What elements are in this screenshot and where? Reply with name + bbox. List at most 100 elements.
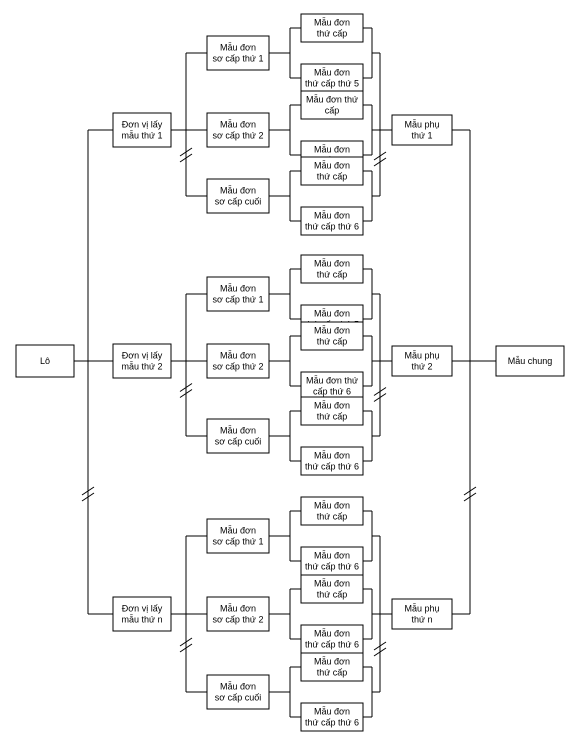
sub-sample-box-label: thứ 1 [411,131,432,141]
primary-sample-box-label: Mẫu đơn [220,120,256,130]
secondary-sample-box-label: Mẫu đơn [314,657,350,667]
secondary-sample-box-label: Mẫu đơn [314,451,350,461]
primary-sample-box-label: Mẫu đơn [220,351,256,361]
sampling-unit-box-label: Đơn vị lấy [122,120,163,130]
primary-sample-box-label: Mẫu đơn [220,186,256,196]
secondary-sample-box-label: Mẫu đơn [314,401,350,411]
sampling-unit-box-label: mẫu thứ n [121,615,162,625]
sampling-unit-box-label: Đơn vị lấy [122,604,163,614]
primary-sample-box-label: sơ cấp cuối [215,197,261,207]
primary-sample-box-label: sơ cấp thứ 2 [213,131,264,141]
secondary-sample-box-label: thứ cấp thứ 6 [305,222,359,232]
primary-sample-box-label: Mẫu đơn [220,604,256,614]
secondary-sample-box-label: thứ cấp thứ 6 [305,562,359,572]
sub-sample-box-label: thứ 2 [411,362,432,372]
secondary-sample-box-label: Mẫu đơn [314,551,350,561]
primary-sample-box-label: sơ cấp thứ 1 [213,537,264,547]
secondary-sample-box-label: Mẫu đơn [314,579,350,589]
secondary-sample-box-label: Mẫu đơn [314,145,350,155]
composite-bus-break-mark [463,486,477,502]
sampling-unit-box-label: mẫu thứ 2 [121,362,162,372]
lot-box: Lô [15,344,75,378]
secondary-sample-box-label: thứ cấp [317,29,348,39]
sub-sample-box-label: Mẫu phụ [404,351,439,361]
secondary-sample-box-label: thứ cấp thứ 6 [305,718,359,728]
composite-sample-box: Mẫu chung [495,345,565,377]
secondary-sample-box-label: cấp thứ 6 [313,387,351,397]
secondary-sample-box-label: thứ cấp thứ 6 [305,640,359,650]
composite-sample-box-label: Mẫu chung [508,356,553,366]
primary-sample-box-label: sơ cấp thứ 2 [213,362,264,372]
secondary-sample-box-label: Mẫu đơn thứ [306,376,358,386]
primary-sample-box-label: Mẫu đơn [220,284,256,294]
secondary-sample-box-label: thứ cấp [317,668,348,678]
secondary-sample-box-label: cấp [325,106,340,116]
primary-sample-box-label: Mẫu đơn [220,682,256,692]
secondary-sample-box-label: Mẫu đơn [314,161,350,171]
secondary-sample-box-label: Mẫu đơn [314,259,350,269]
sampling-unit-box-label: mẫu thứ 1 [121,131,162,141]
sub-sample-box-label: Mẫu phụ [404,120,439,130]
secondary-sample-box-label: Mẫu đơn [314,211,350,221]
secondary-sample-box-label: Mẫu đơn [314,501,350,511]
sub-sample-box-label: thứ n [411,615,432,625]
primary-break-mark [179,383,193,398]
primary-sample-box-label: sơ cấp cuối [215,693,261,703]
sub-break-mark [373,641,387,657]
secondary-sample-box-label: Mẫu đơn [314,326,350,336]
lot-box-label: Lô [40,356,50,366]
secondary-sample-box-label: thứ cấp [317,412,348,422]
primary-sample-box-label: Mẫu đơn [220,426,256,436]
primary-sample-box-label: sơ cấp thứ 1 [213,54,264,64]
secondary-sample-box-label: Mẫu đơn [314,18,350,28]
primary-break-mark [179,637,193,653]
secondary-sample-box-label: thứ cấp thứ 5 [305,79,359,89]
secondary-sample-box-label: Mẫu đơn [314,629,350,639]
secondary-sample-box-label: thứ cấp [317,337,348,347]
secondary-sample-box-label: Mẫu đơn [314,707,350,717]
secondary-sample-box-label: thứ cấp [317,172,348,182]
unit-bus-break-mark [81,486,95,502]
secondary-sample-box-label: Mẫu đơn [314,309,350,319]
primary-sample-box-label: sơ cấp cuối [215,437,261,447]
primary-sample-box-label: Mẫu đơn [220,43,256,53]
secondary-sample-box-label: Mẫu đơn [314,68,350,78]
sub-break-mark [373,151,387,167]
secondary-sample-box-label: thứ cấp [317,270,348,280]
primary-sample-box-label: Mẫu đơn [220,526,256,536]
secondary-sample-box-label: thứ cấp [317,590,348,600]
sub-break-mark [373,387,387,402]
primary-sample-box-label: sơ cấp thứ 1 [213,295,264,305]
sub-sample-box-label: Mẫu phụ [404,604,439,614]
